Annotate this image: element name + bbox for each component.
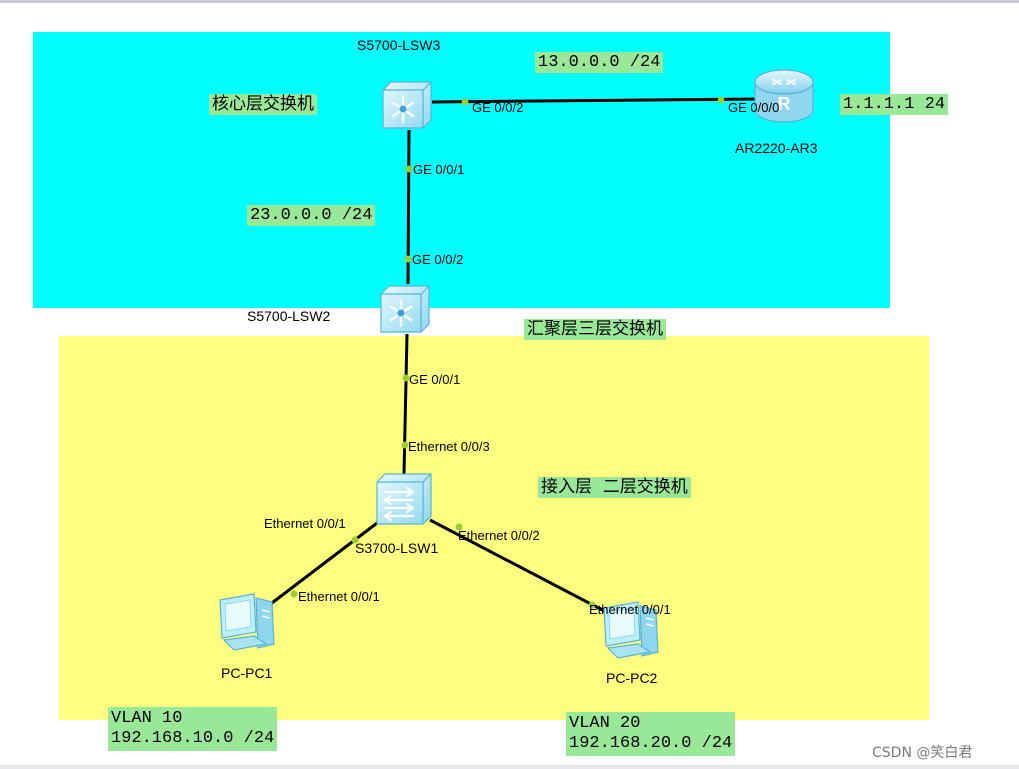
- link-lsw3-ar3: [431, 97, 761, 104]
- vlan20-label: VLAN 20 192.168.20.0 /24: [566, 712, 736, 756]
- port-label: Ethernet 0/0/2: [458, 528, 540, 543]
- window-bottom-border: [0, 765, 1019, 769]
- window-top-border: [0, 0, 1019, 3]
- core-layer-label: 核心层交换机: [209, 94, 317, 115]
- distribution-layer-label: 汇聚层三层交换机: [524, 319, 666, 340]
- vlan10-label: VLAN 10 192.168.10.0 /24: [108, 707, 278, 751]
- device-name-lsw3: S5700-LSW3: [357, 37, 441, 53]
- switch-lsw1[interactable]: [373, 470, 435, 533]
- link-lsw1-pc1: [267, 518, 382, 608]
- svg-text:R: R: [778, 94, 791, 114]
- loopback-label: 1.1.1.1 24: [840, 94, 949, 115]
- layer2-switch-icon: [376, 473, 432, 525]
- access-layer-label: 接入层 二层交换机: [538, 477, 691, 498]
- link-lsw2-lsw1: [402, 333, 409, 475]
- pc-icon: [219, 593, 275, 651]
- port-dot: [405, 165, 413, 173]
- port-label: GE 0/0/0: [728, 100, 780, 115]
- pc-pc2[interactable]: [598, 600, 674, 667]
- router-icon: R: [754, 69, 814, 123]
- pc-icon: [603, 601, 659, 659]
- vlan10-network: 192.168.10.0 /24: [111, 729, 275, 748]
- access-layer-zone: [59, 336, 929, 720]
- vlan20-name: VLAN 20: [569, 714, 641, 733]
- device-name-ar3: AR2220-AR3: [735, 140, 818, 156]
- network-label-23: 23.0.0.0 /24: [247, 205, 376, 226]
- port-label: Ethernet 0/0/1: [264, 516, 346, 531]
- port-dot: [717, 96, 725, 104]
- port-dot: [402, 374, 410, 382]
- port-label: GE 0/0/2: [412, 252, 464, 267]
- link-lsw1-pc2: [429, 518, 611, 616]
- device-name-pc1: PC-PC1: [221, 665, 273, 681]
- port-label: GE 0/0/2: [472, 100, 524, 115]
- port-dot: [461, 98, 469, 106]
- layer3-switch-icon: [382, 81, 432, 129]
- vlan10-name: VLAN 10: [111, 709, 183, 728]
- port-dot: [401, 441, 409, 449]
- port-label: Ethernet 0/0/1: [589, 602, 671, 617]
- port-dot: [290, 590, 298, 598]
- port-label: GE 0/0/1: [409, 372, 461, 387]
- port-label: GE 0/0/1: [413, 162, 465, 177]
- device-name-pc2: PC-PC2: [606, 670, 658, 686]
- device-name-lsw2: S5700-LSW2: [247, 308, 331, 324]
- vlan20-network: 192.168.20.0 /24: [569, 734, 733, 753]
- port-dot: [351, 536, 359, 544]
- device-name-lsw1: S3700-LSW1: [355, 540, 439, 556]
- port-label: Ethernet 0/0/1: [298, 589, 380, 604]
- switch-lsw3[interactable]: [379, 78, 435, 135]
- port-label: Ethernet 0/0/3: [408, 439, 490, 454]
- watermark: CSDN @笑白君: [872, 745, 973, 761]
- pc-pc1[interactable]: [214, 592, 290, 659]
- port-dot: [455, 523, 463, 531]
- switch-lsw2[interactable]: [377, 282, 433, 339]
- core-layer-zone: [33, 32, 890, 308]
- layer3-switch-icon: [380, 285, 430, 333]
- router-ar3[interactable]: R: [751, 66, 817, 131]
- network-label-13: 13.0.0.0 /24: [535, 52, 664, 73]
- port-dot: [588, 601, 596, 609]
- port-dot: [404, 255, 412, 263]
